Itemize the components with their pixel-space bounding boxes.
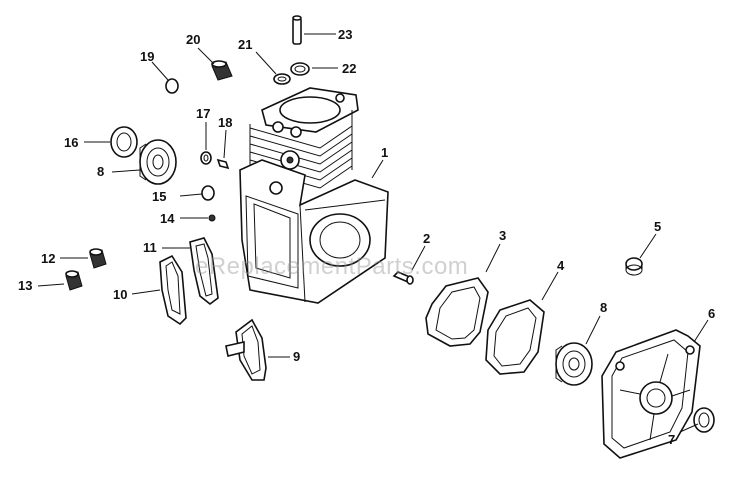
callout-11: 11 xyxy=(143,240,157,255)
callout-4: 4 xyxy=(557,258,565,273)
part-12-bushing[interactable] xyxy=(89,248,107,269)
part-21-ring[interactable] xyxy=(273,73,291,85)
leader-lines xyxy=(37,33,709,433)
callout-18: 18 xyxy=(218,115,232,130)
callout-3: 3 xyxy=(499,228,506,243)
part-17-washer[interactable] xyxy=(200,151,212,165)
part-8-bearing-right[interactable] xyxy=(555,342,593,386)
callout-5: 5 xyxy=(654,219,661,234)
callout-23: 23 xyxy=(338,27,352,42)
part-8-bearing-left[interactable] xyxy=(139,139,177,185)
callout-15: 15 xyxy=(152,189,166,204)
part-14-small-pin[interactable] xyxy=(208,214,216,222)
part-6-closure-plate[interactable] xyxy=(601,329,701,459)
part-5-plug[interactable] xyxy=(625,257,643,276)
part-23-guide[interactable] xyxy=(292,15,302,45)
callout-20: 20 xyxy=(186,32,200,47)
part-4-gasket[interactable] xyxy=(485,299,545,375)
part-11-gasket[interactable] xyxy=(189,237,219,306)
callout-7: 7 xyxy=(668,432,675,447)
callout-22: 22 xyxy=(342,61,356,76)
part-16-oil-seal[interactable] xyxy=(110,126,138,158)
part-15-plug[interactable] xyxy=(201,185,215,201)
callout-2: 2 xyxy=(423,231,430,246)
part-1-crankcase[interactable] xyxy=(239,87,389,304)
callout-13: 13 xyxy=(18,278,32,293)
part-7-oil-seal[interactable] xyxy=(693,407,715,433)
part-3-gasket[interactable] xyxy=(425,277,489,347)
part-20-bushing[interactable] xyxy=(211,60,233,81)
callout-12: 12 xyxy=(41,251,55,266)
callout-numbers: 1 2 3 4 5 6 7 8 8 9 10 11 12 13 14 15 16… xyxy=(18,27,715,447)
part-18-stud[interactable] xyxy=(216,158,230,170)
part-19-cup-plug[interactable] xyxy=(165,78,179,94)
part-10-cover-plate[interactable] xyxy=(159,254,187,326)
callout-19: 19 xyxy=(140,49,154,64)
callout-6: 6 xyxy=(708,306,715,321)
callout-17: 17 xyxy=(196,106,210,121)
callout-8-left: 8 xyxy=(97,164,104,179)
part-22-valve-seat[interactable] xyxy=(290,62,310,76)
callout-21: 21 xyxy=(238,37,252,52)
callout-16: 16 xyxy=(64,135,78,150)
part-2-pin[interactable] xyxy=(392,271,414,285)
callout-8-right: 8 xyxy=(600,300,607,315)
part-9-breather-cover[interactable] xyxy=(225,318,267,381)
callout-1: 1 xyxy=(381,145,388,160)
callout-10: 10 xyxy=(113,287,127,302)
part-13-bushing[interactable] xyxy=(65,270,83,291)
callout-14: 14 xyxy=(160,211,175,226)
callout-9: 9 xyxy=(293,349,300,364)
